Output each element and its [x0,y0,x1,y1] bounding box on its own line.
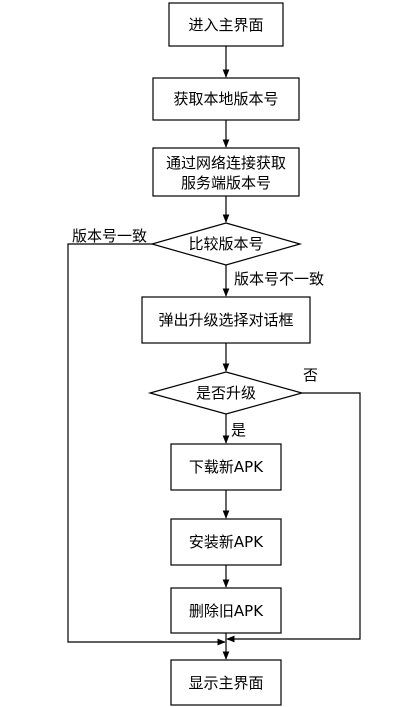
node-install-apk-label: 安装新APK [189,533,264,551]
decision-compare-version: 比较版本号 [149,222,303,266]
node-delete-apk: 删除旧APK [170,587,282,634]
decision-ask-upgrade: 是否升级 [147,371,305,415]
node-show-main: 显示主界面 [170,659,282,706]
decision-compare-version-label: 比较版本号 [188,235,263,253]
node-get-server-version: 通过网络连接获取 服务端版本号 [152,147,300,197]
node-show-dialog: 弹出升级选择对话框 [141,296,311,344]
edge-label-version-diff: 版本号不一致 [234,270,324,288]
node-show-main-label: 显示主界面 [188,674,263,692]
edge-version-same [67,243,226,646]
node-download-apk: 下载新APK [170,443,282,491]
node-enter-main-label: 进入主界面 [188,16,263,34]
edge-label-yes: 是 [231,421,246,439]
node-download-apk-label: 下载新APK [189,458,264,476]
edge-label-no: 否 [303,366,318,384]
node-get-server-version-line1: 通过网络连接获取 [166,154,286,172]
node-delete-apk-label: 删除旧APK [189,602,264,620]
edge-no [226,392,361,643]
decision-ask-upgrade-label: 是否升级 [196,384,256,402]
edge-label-version-same: 版本号一致 [72,227,147,245]
node-get-local-version-label: 获取本地版本号 [173,90,278,108]
node-get-server-version-line2: 服务端版本号 [181,174,271,192]
node-get-local-version: 获取本地版本号 [152,77,300,121]
node-show-dialog-label: 弹出升级选择对话框 [158,311,293,329]
node-install-apk: 安装新APK [170,518,282,566]
node-enter-main: 进入主界面 [168,2,284,47]
